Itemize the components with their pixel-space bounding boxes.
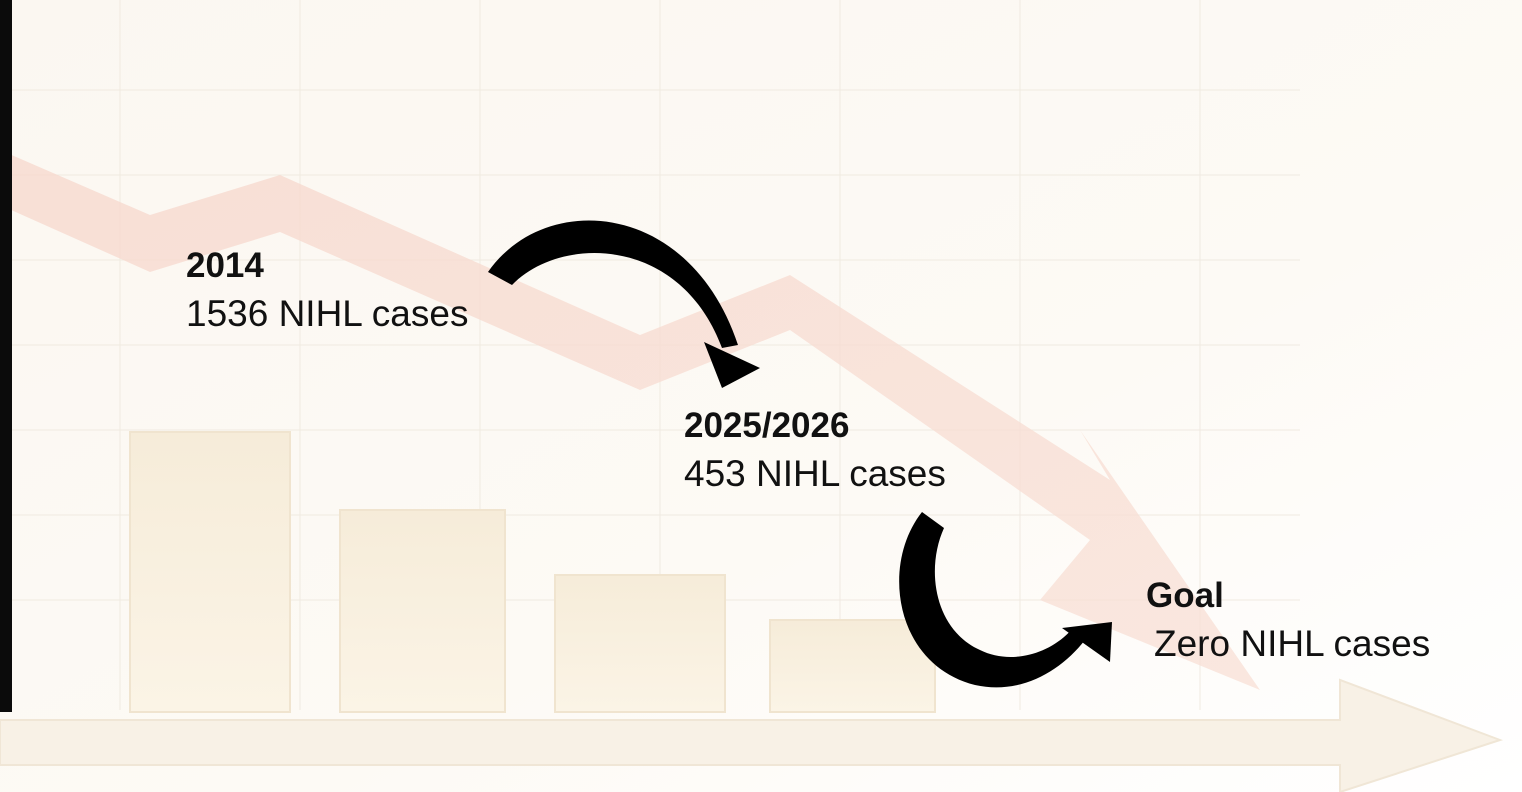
arc-arrow-shaft xyxy=(899,512,1085,688)
milestone-year: 2014 xyxy=(186,246,264,285)
arc-arrow-head xyxy=(1062,622,1112,662)
milestone-cases: Zero NIHL cases xyxy=(1154,623,1431,665)
background-axis-arrow xyxy=(0,678,1504,792)
arrow-2025-to-goal xyxy=(899,512,1112,688)
background-bars xyxy=(129,431,936,713)
milestone-goal: Goal Zero NIHL cases xyxy=(1146,572,1430,669)
milestone-2025-2026: 2025/2026 453 NIHL cases xyxy=(684,402,946,499)
arc-arrow-shaft xyxy=(488,220,738,348)
background-trend-arrow xyxy=(0,150,1260,690)
milestone-year: 2025/2026 xyxy=(684,406,850,445)
arc-arrow-head xyxy=(704,342,760,388)
milestone-cases: 1536 NIHL cases xyxy=(186,293,469,335)
milestone-cases: 453 NIHL cases xyxy=(684,453,946,495)
background-bar xyxy=(769,619,936,713)
arrow-2014-to-2025 xyxy=(488,220,760,388)
background-bar xyxy=(129,431,291,713)
milestone-year: Goal xyxy=(1146,576,1224,615)
background-bar xyxy=(554,574,726,713)
left-edge-bar xyxy=(0,0,12,712)
background-bar xyxy=(339,509,506,713)
milestone-2014: 2014 1536 NIHL cases xyxy=(186,242,468,339)
